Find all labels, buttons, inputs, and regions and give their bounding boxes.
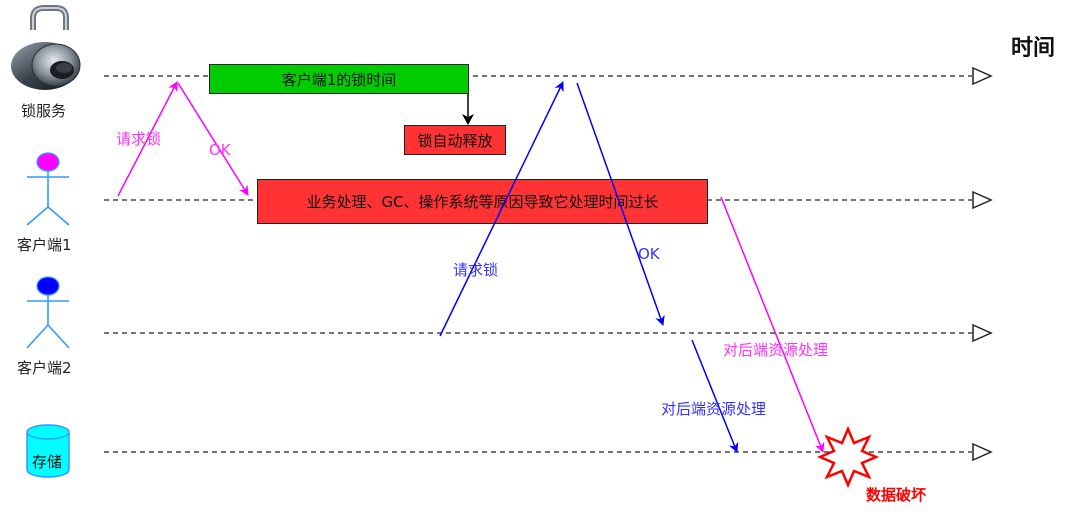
client1-ok-label: OK xyxy=(209,141,231,159)
client2-backend-arrow xyxy=(691,339,739,453)
client1-lock-time-box: 客户端1的锁时间 xyxy=(209,64,469,94)
client-2-stick-figure-icon xyxy=(26,276,70,349)
client1-backend-label: 对后端资源处理 xyxy=(723,341,829,359)
client-1-stick-figure-icon xyxy=(26,152,70,226)
client-2-label: 客户端2 xyxy=(17,359,72,377)
timeline-arrowhead-icon xyxy=(972,442,993,462)
data-corruption-label: 数据破坏 xyxy=(866,486,927,504)
storage-database-cylinder-icon xyxy=(26,424,70,478)
client2-ok-label: OK xyxy=(638,245,660,263)
timeline-arrowhead-icon xyxy=(972,190,993,210)
lock-service-label: 锁服务 xyxy=(21,102,67,120)
storage-label: 存储 xyxy=(32,453,63,471)
timeline-arrowhead-icon xyxy=(972,66,993,86)
long-processing-box: 业务处理、GC、操作系统等原因导致它处理时间过长 xyxy=(257,179,708,224)
client1-request-label: 请求锁 xyxy=(116,130,162,148)
lock-icon xyxy=(11,5,81,90)
client1-ok-arrow xyxy=(177,82,249,196)
client-1-label: 客户端1 xyxy=(17,236,72,254)
lock-auto-release-box: 锁自动释放 xyxy=(404,125,506,155)
time-axis-label: 时间 xyxy=(1011,36,1056,61)
client2-request-label: 请求锁 xyxy=(453,261,499,279)
timeline-arrowhead-icon xyxy=(972,323,993,343)
timeline-storage xyxy=(104,442,993,462)
explosion-star-icon xyxy=(816,425,880,489)
client1-backend-arrow xyxy=(720,196,825,453)
client2-backend-label: 对后端资源处理 xyxy=(661,400,767,418)
client1-request-arrow xyxy=(117,81,178,197)
timeline-client-2 xyxy=(104,323,993,343)
